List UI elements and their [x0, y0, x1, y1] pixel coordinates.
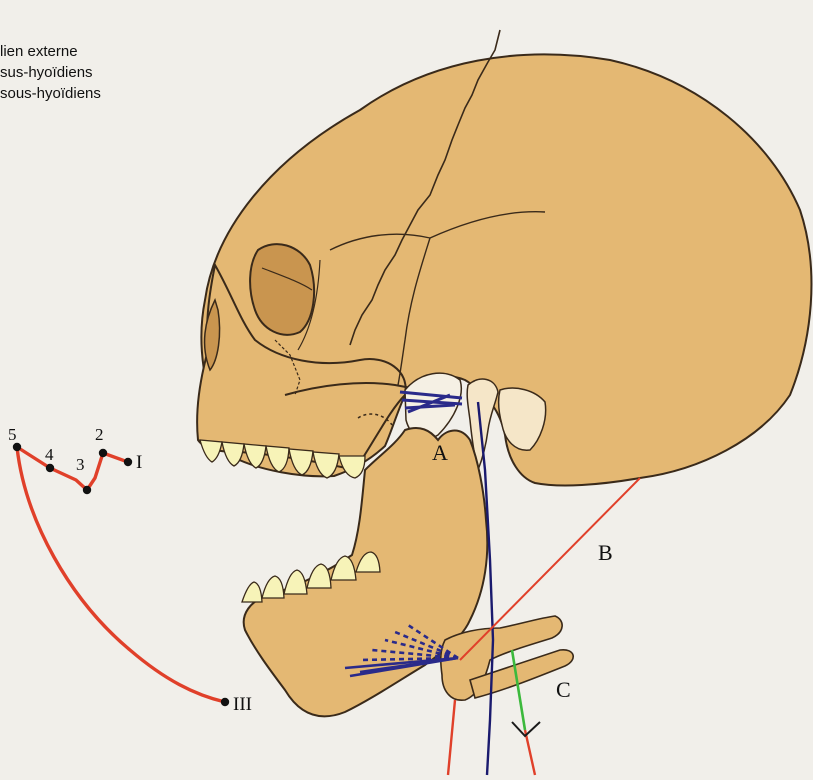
trajectory-curve: [17, 447, 225, 702]
label-III: III: [233, 694, 252, 715]
label-5: 5: [8, 425, 17, 444]
trajectory-points: [13, 443, 229, 706]
point-III: [221, 698, 229, 706]
label-I: I: [136, 452, 142, 473]
point-4: [46, 464, 54, 472]
label-2: 2: [95, 425, 104, 444]
label-A: A: [432, 440, 448, 465]
label-3: 3: [76, 455, 85, 474]
label-4: 4: [45, 445, 54, 464]
point-I: [124, 458, 132, 466]
red-vertical-right: [525, 730, 535, 775]
orbit: [250, 244, 314, 335]
label-C: C: [556, 677, 571, 702]
label-B: B: [598, 540, 613, 565]
point-5: [13, 443, 21, 451]
point-2: [99, 449, 107, 457]
point-3: [83, 486, 91, 494]
red-vertical-left: [448, 700, 455, 775]
